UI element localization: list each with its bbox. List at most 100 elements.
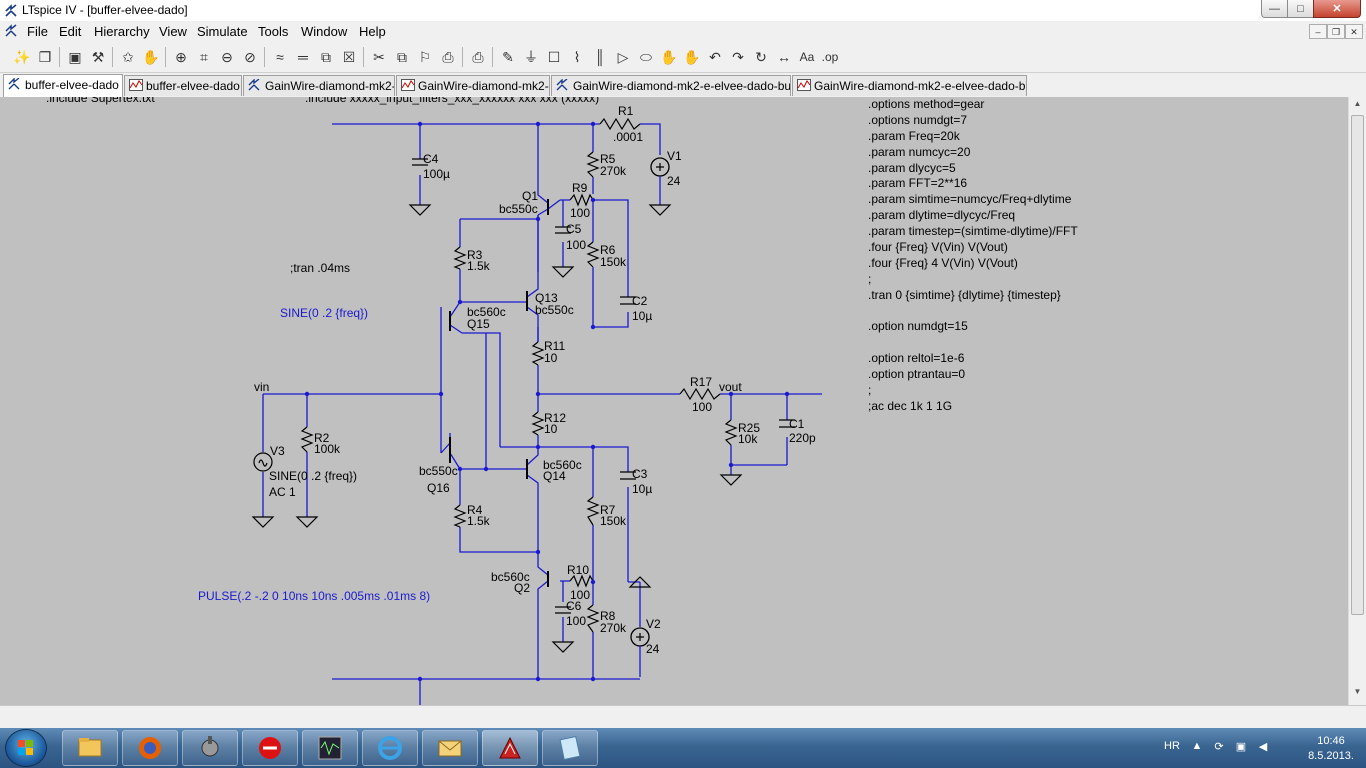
- text-icon[interactable]: Aa: [799, 50, 815, 64]
- r5-name[interactable]: R5: [600, 152, 616, 166]
- menu-simulate[interactable]: Simulate: [197, 24, 248, 39]
- zoom-in-icon[interactable]: ⊕: [175, 48, 187, 65]
- r4-value[interactable]: 1.5k: [467, 514, 490, 528]
- find-icon[interactable]: ⚐: [418, 48, 432, 65]
- r8-name[interactable]: R8: [600, 609, 616, 623]
- r11-name[interactable]: R11: [544, 339, 566, 353]
- c2-name[interactable]: C2: [632, 294, 648, 308]
- q15-name[interactable]: Q15: [467, 317, 490, 331]
- taskbar-button-internet-explorer[interactable]: [362, 730, 418, 766]
- q1-model[interactable]: bc550c: [499, 202, 538, 216]
- menu-hierarchy[interactable]: Hierarchy: [94, 24, 150, 39]
- capacitor-icon[interactable]: ║: [595, 49, 605, 65]
- mdi-close-button[interactable]: ✕: [1345, 24, 1363, 39]
- q1-name[interactable]: Q1: [522, 189, 539, 203]
- r3-value[interactable]: 1.5k: [467, 259, 490, 273]
- v2-value[interactable]: 24: [646, 642, 660, 656]
- r25-name[interactable]: R25: [738, 421, 761, 435]
- v3-value[interactable]: SINE(0 .2 {freq}): [269, 469, 358, 483]
- taskbar-button-windows-explorer[interactable]: [62, 730, 118, 766]
- tab-waveform-2[interactable]: buffer-elvee-dado: [124, 75, 242, 96]
- print-icon[interactable]: ⎙: [472, 48, 484, 65]
- q16-model[interactable]: bc550c: [419, 464, 458, 478]
- drag-icon[interactable]: ✋: [683, 48, 701, 65]
- v3-ac-value[interactable]: AC 1: [269, 485, 296, 499]
- pulse-source[interactable]: PULSE(.2 -.2 0 10ns 10ns .005ms .01ms 8): [198, 589, 431, 603]
- halt-icon[interactable]: ✋: [142, 48, 160, 65]
- tab-waveform-6[interactable]: GainWire-diamond-mk2-e-elvee-dado-buffer: [792, 75, 1027, 96]
- menu-edit[interactable]: Edit: [59, 24, 82, 39]
- menu-file[interactable]: File: [27, 24, 48, 39]
- r9-value[interactable]: 100: [570, 206, 591, 220]
- q14-model[interactable]: bc560c: [543, 458, 582, 472]
- q2-model[interactable]: bc560c: [491, 570, 530, 584]
- copy-icon[interactable]: ⧉: [397, 48, 407, 65]
- mirror-icon[interactable]: ↔: [777, 49, 791, 65]
- r9-name[interactable]: R9: [572, 181, 588, 195]
- network-status-icon[interactable]: ▣: [1235, 741, 1247, 753]
- r5-value[interactable]: 270k: [600, 164, 627, 178]
- taskbar-button-notepad[interactable]: [542, 730, 598, 766]
- scroll-down-icon[interactable]: ▼: [1353, 687, 1362, 696]
- move-icon[interactable]: ✋: [660, 48, 678, 65]
- redo-icon[interactable]: ↷: [732, 48, 744, 65]
- v1-value[interactable]: 24: [667, 174, 681, 188]
- tab-schematic-1[interactable]: buffer-elvee-dado: [3, 74, 123, 97]
- net-label-vin[interactable]: vin: [254, 380, 270, 394]
- mdi-minimize-button[interactable]: –: [1309, 24, 1327, 39]
- maximize-button[interactable]: □: [1287, 0, 1314, 18]
- taskbar-button-mail[interactable]: [422, 730, 478, 766]
- tab-waveform-4[interactable]: GainWire-diamond-mk2-e: [396, 75, 550, 96]
- zoom-out-icon[interactable]: ⊖: [221, 48, 233, 65]
- volume-icon[interactable]: ◀: [1258, 741, 1268, 753]
- close-all-icon[interactable]: ☒: [342, 48, 356, 65]
- c1-value[interactable]: 220p: [789, 431, 816, 445]
- document-icon[interactable]: [4, 24, 18, 38]
- r8-value[interactable]: 270k: [600, 621, 627, 635]
- menu-tools[interactable]: Tools: [258, 24, 289, 39]
- spice-directives[interactable]: .options method=gear.options numdgt=7.pa…: [868, 97, 1078, 415]
- print-preview-icon[interactable]: ⎙: [442, 48, 454, 65]
- run-icon[interactable]: ✩: [122, 48, 134, 65]
- tile-horizontal-icon[interactable]: ═: [298, 49, 308, 65]
- autoscale-icon[interactable]: ≈: [276, 49, 284, 65]
- v2-name[interactable]: V2: [646, 617, 661, 631]
- r6-name[interactable]: R6: [600, 243, 616, 257]
- zoom-cancel-icon[interactable]: ⊘: [244, 48, 256, 65]
- spice-directive-icon[interactable]: .op: [821, 50, 839, 64]
- taskbar-button-ltspice[interactable]: [482, 730, 538, 766]
- q15-sine-source[interactable]: SINE(0 .2 {freq}): [280, 306, 369, 320]
- include-directive[interactable]: .include Supertex.txt: [46, 97, 155, 105]
- c5-name[interactable]: C5: [566, 222, 582, 236]
- r12-value[interactable]: 10: [544, 422, 558, 436]
- c2-value[interactable]: 10µ: [632, 309, 653, 323]
- label-net-icon[interactable]: ☐: [547, 48, 561, 65]
- q13-model[interactable]: bc550c: [535, 303, 574, 317]
- r4-name[interactable]: R4: [467, 503, 483, 517]
- q13-name[interactable]: Q13: [535, 291, 558, 305]
- r10-value[interactable]: 100: [570, 588, 591, 602]
- c3-name[interactable]: C3: [632, 467, 648, 481]
- r10-name[interactable]: R10: [567, 563, 590, 577]
- r6-value[interactable]: 150k: [600, 255, 627, 269]
- net-label-vout[interactable]: vout: [719, 380, 742, 394]
- tran-directive[interactable]: ;tran .04ms: [290, 261, 351, 275]
- cut-icon[interactable]: ✂: [373, 48, 385, 65]
- menu-view[interactable]: View: [159, 24, 187, 39]
- show-hidden-icons-icon[interactable]: ▲: [1191, 740, 1203, 752]
- c6-value[interactable]: 100: [566, 614, 587, 628]
- v1-name[interactable]: V1: [667, 149, 682, 163]
- r11-value[interactable]: 10: [544, 351, 558, 365]
- r3-name[interactable]: R3: [467, 248, 483, 262]
- mdi-restore-button[interactable]: ❐: [1327, 24, 1345, 39]
- taskbar-button-oscilloscope[interactable]: [302, 730, 358, 766]
- tab-schematic-3[interactable]: GainWire-diamond-mk2-e: [243, 75, 395, 96]
- undo-icon[interactable]: ↶: [709, 48, 721, 65]
- rotate-icon[interactable]: ↻: [755, 48, 767, 65]
- r25-value[interactable]: 10k: [738, 432, 758, 446]
- close-button[interactable]: ✕: [1313, 0, 1361, 18]
- open-icon[interactable]: ❐: [38, 48, 52, 65]
- r17-name[interactable]: R17: [690, 375, 713, 389]
- c3-value[interactable]: 10µ: [632, 482, 653, 496]
- c5-value[interactable]: 100: [566, 238, 587, 252]
